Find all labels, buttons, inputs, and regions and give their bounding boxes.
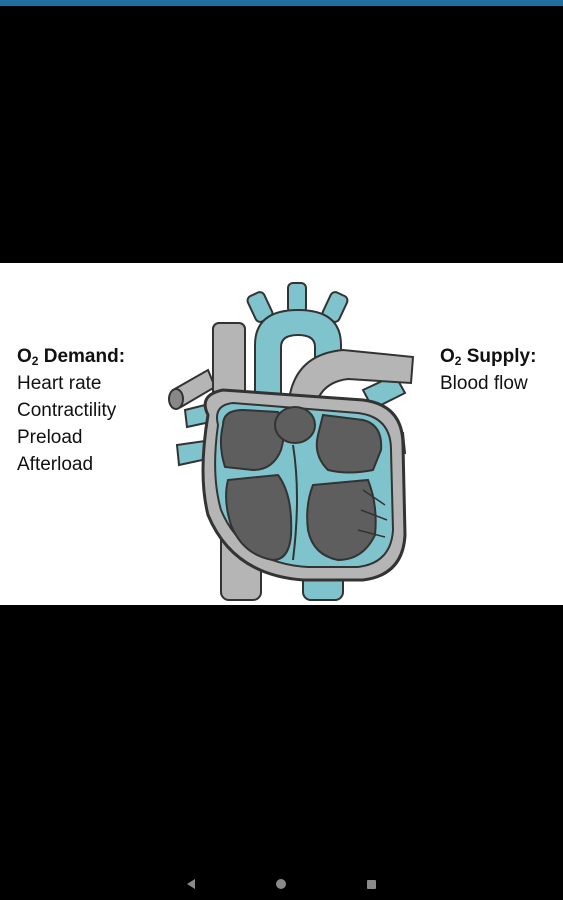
carotid-artery: [287, 282, 307, 314]
right-atrium: [219, 408, 285, 472]
demand-item-preload: Preload: [17, 427, 83, 448]
septum: [292, 444, 298, 561]
heart-figure: O2 Demand: Heart rate Contractility Prel…: [0, 263, 563, 605]
vessel-opening: [168, 388, 184, 410]
o2-supply-heading: O2 Supply:: [440, 346, 537, 368]
left-ventricle: [306, 478, 377, 562]
o2-supply-list: O2 Supply: Blood flow: [440, 343, 536, 397]
aortic-valve: [274, 406, 316, 444]
back-triangle-icon: [187, 879, 195, 889]
left-atrium: [315, 413, 383, 474]
o2-demand-list: O2 Demand: Heart rate Contractility Prel…: [17, 343, 125, 478]
right-ventricle: [225, 473, 293, 562]
home-circle-icon: [276, 879, 286, 889]
status-bar: [0, 0, 563, 6]
recents-button[interactable]: [361, 874, 381, 894]
recents-square-icon: [366, 879, 376, 889]
demand-item-heart-rate: Heart rate: [17, 373, 102, 394]
navigation-bar: [0, 862, 563, 900]
supply-item-blood-flow: Blood flow: [440, 373, 528, 394]
o2-demand-heading: O2 Demand:: [17, 346, 126, 368]
chordae-tendineae: [357, 489, 388, 538]
heart-illustration: [168, 282, 415, 601]
demand-item-afterload: Afterload: [17, 454, 94, 475]
home-button[interactable]: [271, 874, 291, 894]
demand-item-contractility: Contractility: [17, 400, 117, 421]
back-button[interactable]: [181, 874, 201, 894]
